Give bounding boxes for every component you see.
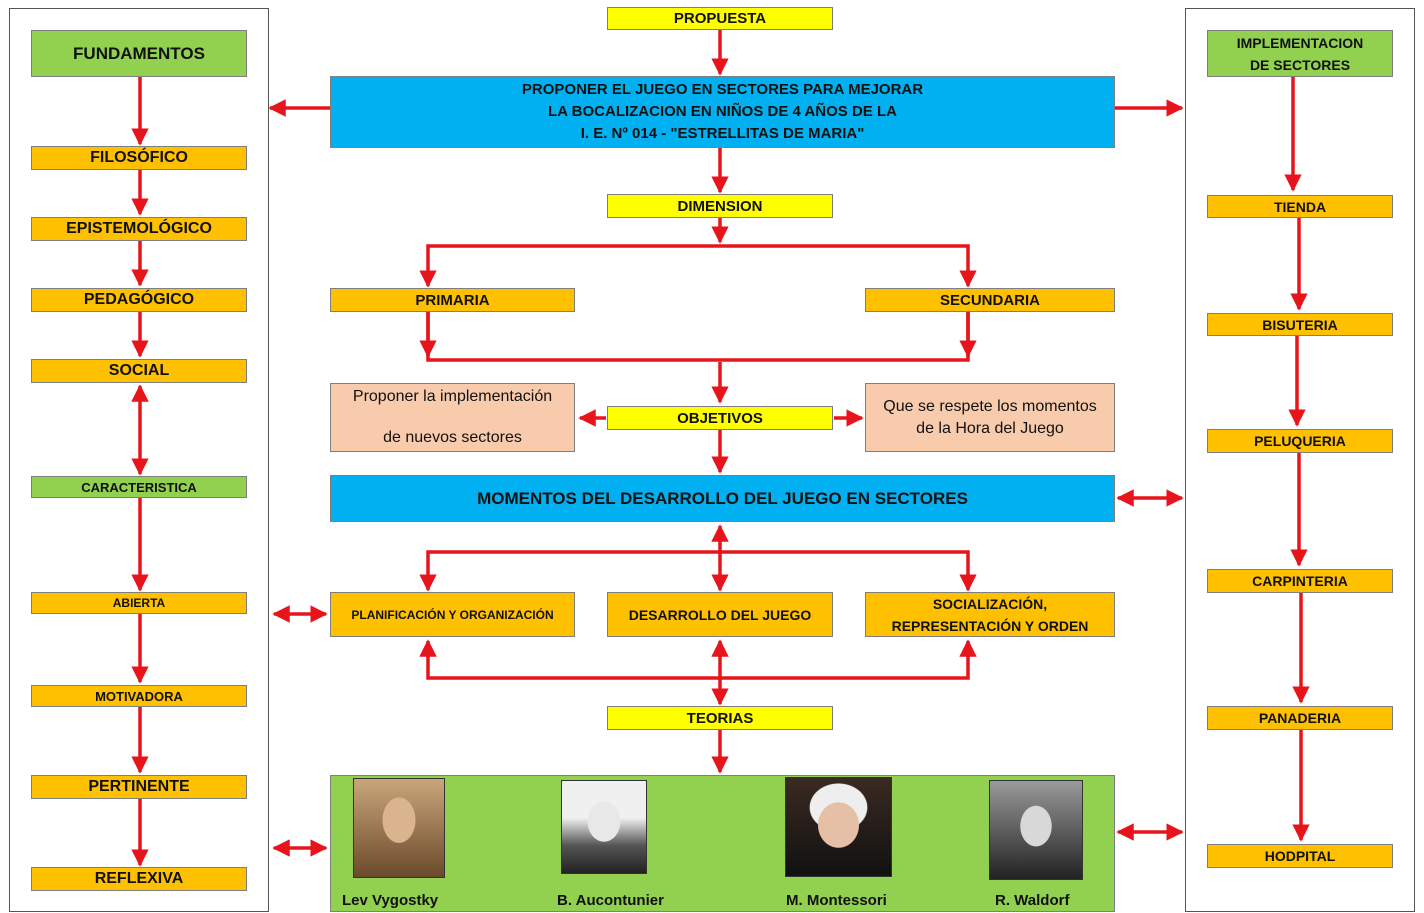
theorists-box (330, 775, 1115, 912)
reflexiva-box: REFLEXIVA (31, 867, 247, 891)
motivadora-label: MOTIVADORA (95, 688, 183, 704)
social-label: SOCIAL (108, 362, 170, 379)
proposal-line-2: LA BOCALIZACION EN NIÑOS DE 4 AÑOS DE LA (548, 103, 897, 120)
planificacion-box: PLANIFICACIÓN Y ORGANIZACIÓN (330, 592, 575, 637)
objetivos-box: OBJETIVOS (607, 406, 833, 430)
arrow-bottom-loop (419, 639, 977, 680)
hodpital-box: HODPITAL (1207, 844, 1393, 868)
objetivos-label: OBJETIVOS (677, 409, 763, 427)
motivadora-box: MOTIVADORA (31, 685, 247, 707)
right-panel (1185, 8, 1415, 912)
propuesta-label: PROPUESTA (673, 10, 767, 27)
panaderia-box: PANADERIA (1207, 706, 1393, 730)
socializacion-box: SOCIALIZACIÓN, REPRESENTACIÓN Y ORDEN (865, 592, 1115, 637)
epistemologico-box: EPISTEMOLÓGICO (31, 217, 247, 241)
primaria-box: PRIMARIA (330, 288, 575, 312)
portrait-montessori (785, 777, 892, 877)
caracteristica-label: CARACTERISTICA (81, 479, 197, 495)
arrow-merge (426, 312, 970, 362)
desarrollo-box: DESARROLLO DEL JUEGO (607, 592, 833, 637)
pertinente-box: PERTINENTE (31, 775, 247, 799)
portrait-aucouturier (561, 780, 647, 874)
bisuteria-label: BISUTERIA (1262, 316, 1338, 333)
socializacion-label: SOCIALIZACIÓN, REPRESENTACIÓN Y ORDEN (891, 595, 1089, 634)
peluqueria-label: PELUQUERIA (1254, 433, 1346, 449)
fundamentos-box: FUNDAMENTOS (31, 30, 247, 77)
teorias-box: TEORIAS (607, 706, 833, 730)
abierta-label: ABIERTA (112, 596, 166, 610)
peluqueria-box: PELUQUERIA (1207, 429, 1393, 453)
primaria-label: PRIMARIA (415, 291, 490, 309)
implementacion-label: IMPLEMENTACION DE SECTORES (1236, 34, 1364, 73)
proposal-line-3: I. E. Nº 014 - "ESTRELLITAS DE MARIA" (580, 125, 865, 142)
pedagogico-label: PEDAGÓGICO (83, 291, 195, 308)
momentos-label: MOMENTOS DEL DESARROLLO DEL JUEGO EN SEC… (477, 488, 968, 508)
bisuteria-box: BISUTERIA (1207, 313, 1393, 336)
secundaria-box: SECUNDARIA (865, 288, 1115, 312)
propuesta-box: PROPUESTA (607, 7, 833, 30)
filosofico-box: FILOSÓFICO (31, 146, 247, 170)
fundamentos-label: FUNDAMENTOS (73, 43, 205, 63)
desarrollo-label: DESARROLLO DEL JUEGO (628, 606, 812, 623)
caption-montessori: M. Montessori (786, 892, 887, 909)
teorias-label: TEORIAS (686, 709, 754, 727)
tienda-label: TIENDA (1273, 198, 1327, 215)
objective-left-box: Proponer la implementación de nuevos sec… (330, 383, 575, 452)
panaderia-label: PANADERIA (1258, 710, 1342, 726)
objective-right-label: Que se respete los momentos de la Hora d… (883, 397, 1097, 437)
pertinente-label: PERTINENTE (88, 778, 190, 795)
proposal-box: PROPONER EL JUEGO EN SECTORES PARA MEJOR… (330, 76, 1115, 148)
tienda-box: TIENDA (1207, 195, 1393, 218)
caption-vygotsky: Lev Vygostky (342, 892, 439, 909)
secundaria-label: SECUNDARIA (939, 291, 1040, 309)
arrow-momentos-branch (419, 550, 977, 592)
filosofico-label: FILOSÓFICO (90, 149, 188, 166)
dimension-label: DIMENSION (677, 197, 763, 215)
momentos-box: MOMENTOS DEL DESARROLLO DEL JUEGO EN SEC… (330, 475, 1115, 522)
caracteristica-box: CARACTERISTICA (31, 476, 247, 498)
planificacion-label: PLANIFICACIÓN Y ORGANIZACIÓN (351, 607, 554, 622)
epistemologico-label: EPISTEMOLÓGICO (66, 220, 212, 237)
carpinteria-label: CARPINTERIA (1252, 573, 1348, 589)
implementacion-box: IMPLEMENTACION DE SECTORES (1207, 30, 1393, 77)
hodpital-label: HODPITAL (1264, 848, 1336, 864)
pedagogico-box: PEDAGÓGICO (31, 288, 247, 312)
objective-left-line-1: Proponer la implementación (352, 388, 553, 405)
portrait-vygotsky (353, 778, 445, 878)
reflexiva-label: REFLEXIVA (94, 870, 184, 887)
caption-aucouturier: B. Aucontunier (557, 892, 664, 909)
abierta-box: ABIERTA (31, 592, 247, 614)
arrow-branch-primaria (419, 244, 977, 288)
carpinteria-box: CARPINTERIA (1207, 569, 1393, 593)
caption-waldorf: R. Waldorf (995, 892, 1070, 909)
objective-right-box: Que se respete los momentos de la Hora d… (865, 383, 1115, 452)
objective-left-line-2: de nuevos sectores (383, 429, 522, 446)
dimension-box: DIMENSION (607, 194, 833, 218)
portrait-waldorf (989, 780, 1083, 880)
proposal-line-1: PROPONER EL JUEGO EN SECTORES PARA MEJOR… (521, 81, 924, 98)
social-box: SOCIAL (31, 359, 247, 383)
